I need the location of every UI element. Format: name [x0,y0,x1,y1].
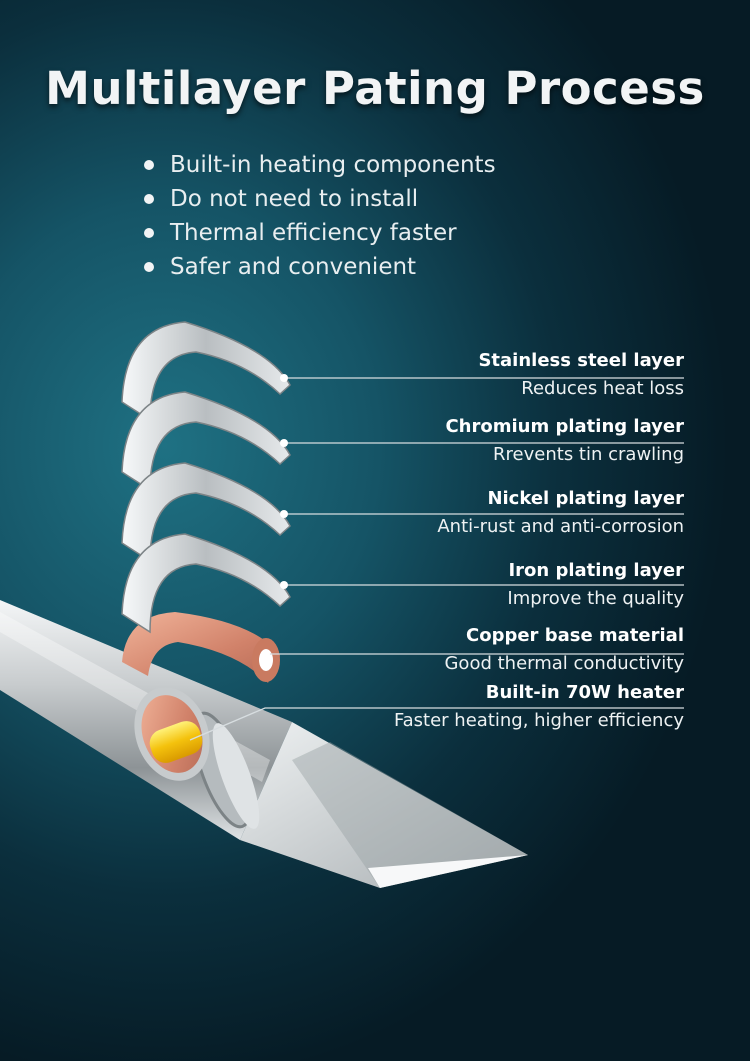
layer-label-copper: Copper base material Good thermal conduc… [444,622,684,678]
callout-dot [262,650,270,658]
layer-label-stainless-steel: Stainless steel layer Reduces heat loss [478,347,684,403]
bullet-icon [144,262,154,272]
bullet-icon [144,160,154,170]
callout-line [189,707,684,741]
layer-description: Reduces heat loss [521,378,684,399]
tip-cutaway [134,687,210,781]
callout-dot [280,510,288,518]
callout-dot [280,374,288,382]
layer-name: Chromium plating layer [445,416,684,437]
heater-core [149,721,203,763]
callout-dot [280,581,288,589]
layer-name: Iron plating layer [508,560,684,581]
layer-description: Improve the quality [507,588,684,609]
layer-description: Anti-rust and anti-corrosion [437,516,684,537]
layer-name: Copper base material [466,625,684,646]
callout-dot [280,439,288,447]
layer-arcs [121,321,291,634]
layer-name: Nickel plating layer [487,488,684,509]
feature-item: Safer and convenient [140,250,496,284]
layer-label-chromium: Chromium plating layer Rrevents tin craw… [445,413,684,469]
layer-description: Rrevents tin crawling [493,444,684,465]
callout-lines [189,377,684,741]
bullet-icon [144,228,154,238]
bullet-icon [144,194,154,204]
layer-name: Stainless steel layer [478,350,684,371]
layer-label-heater: Built-in 70W heater Faster heating, high… [394,679,684,735]
feature-item: Thermal efficiency faster [140,216,496,250]
layer-label-nickel: Nickel plating layer Anti-rust and anti-… [437,485,684,541]
layer-label-iron: Iron plating layer Improve the quality [507,557,684,613]
layer-name: Built-in 70W heater [485,682,684,703]
feature-item: Do not need to install [140,182,496,216]
layer-description: Faster heating, higher efficiency [393,710,684,731]
callout-dots [262,374,288,658]
feature-list: Built-in heating components Do not need … [140,148,496,284]
layer-description: Good thermal conductivity [444,653,684,674]
feature-item: Built-in heating components [140,148,496,182]
page-title: Multilayer Pating Process [45,62,705,115]
